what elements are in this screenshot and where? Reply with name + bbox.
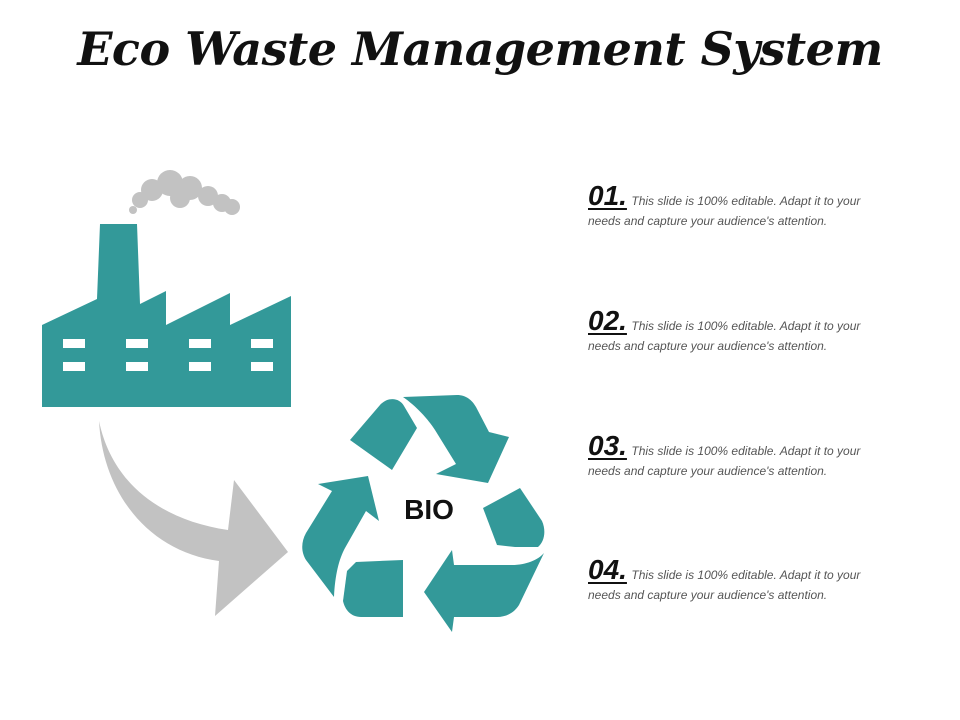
smoke-cloud-icon [129,170,240,215]
item-description: This slide is 100% editable. Adapt it to… [631,319,861,333]
list-item: 04. This slide is 100% editable. Adapt i… [588,554,908,604]
factory-icon [42,224,291,407]
list-item: 02. This slide is 100% editable. Adapt i… [588,305,908,355]
item-description: This slide is 100% editable. Adapt it to… [631,444,861,458]
item-number: 01. [588,180,627,211]
item-description-continued: needs and capture your audience's attent… [588,464,828,478]
item-description: This slide is 100% editable. Adapt it to… [631,568,861,582]
item-description: This slide is 100% editable. Adapt it to… [631,194,861,208]
item-number: 03. [588,430,627,461]
item-description-continued: needs and capture your audience's attent… [588,588,828,602]
item-number: 02. [588,305,627,336]
curved-arrow-icon [99,421,288,616]
recycle-label: BIO [404,494,454,525]
page-title: Eco Waste Management System [77,22,883,76]
item-description-continued: needs and capture your audience's attent… [588,214,828,228]
list-item: 03. This slide is 100% editable. Adapt i… [588,430,908,480]
list-item: 01. This slide is 100% editable. Adapt i… [588,180,908,230]
item-number: 04. [588,554,627,585]
recycle-icon [302,395,545,632]
item-description-continued: needs and capture your audience's attent… [588,339,828,353]
